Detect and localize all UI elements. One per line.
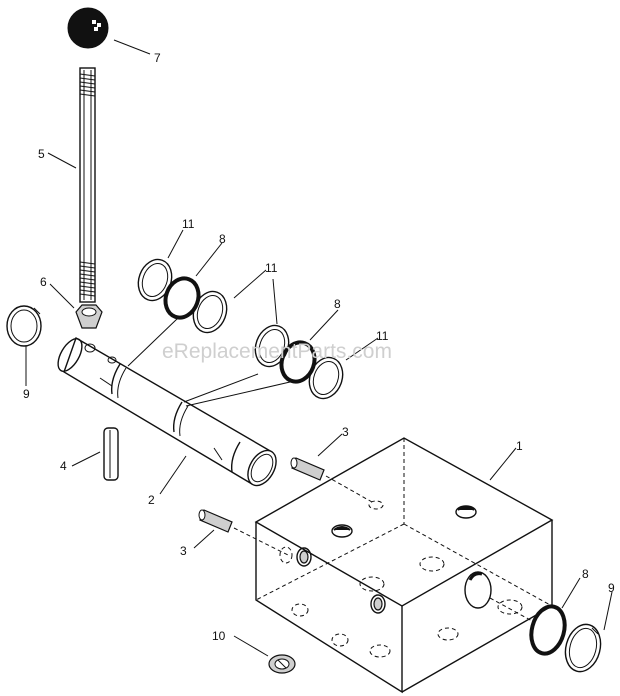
callout-8-a: 8 bbox=[219, 232, 226, 246]
callout-11-b: 11 bbox=[265, 261, 278, 275]
part-7-knob bbox=[67, 7, 109, 49]
part-5-rod bbox=[79, 67, 96, 303]
part-6-nut bbox=[75, 304, 103, 329]
callout-9-right: 9 bbox=[608, 581, 615, 595]
part-9-retaining-ring-right bbox=[564, 623, 602, 673]
callout-8-b: 8 bbox=[334, 297, 341, 311]
part-11-backup-ring-a bbox=[137, 258, 173, 302]
callout-leaders bbox=[25, 39, 613, 657]
callout-10: 10 bbox=[212, 629, 226, 643]
part-2-shaft bbox=[57, 336, 277, 487]
callout-4: 4 bbox=[60, 459, 67, 473]
part-3-pin-upper bbox=[290, 457, 325, 481]
callout-3-lower: 3 bbox=[180, 544, 187, 558]
callout-5: 5 bbox=[38, 147, 45, 161]
part-3-pin-lower bbox=[198, 509, 233, 533]
callout-8-c: 8 bbox=[582, 567, 589, 581]
callout-11-c: 11 bbox=[376, 329, 389, 343]
part-4-pin bbox=[103, 427, 119, 481]
callout-3-upper: 3 bbox=[342, 425, 349, 439]
callout-11-a: 11 bbox=[182, 217, 195, 231]
part-10-plug bbox=[268, 654, 296, 674]
callout-1: 1 bbox=[516, 439, 523, 453]
part-8-o-ring-c bbox=[529, 604, 567, 656]
callout-6: 6 bbox=[40, 275, 47, 289]
callout-7: 7 bbox=[154, 51, 161, 65]
callout-2: 2 bbox=[148, 493, 155, 507]
part-9-retaining-ring-left bbox=[6, 305, 42, 347]
part-11-backup-ring-b bbox=[192, 290, 228, 334]
part-1-valve-block bbox=[254, 437, 554, 694]
part-11-backup-ring-d bbox=[308, 356, 344, 400]
callout-9-left: 9 bbox=[23, 387, 30, 401]
watermark-text: eReplacementParts.com bbox=[162, 340, 392, 363]
